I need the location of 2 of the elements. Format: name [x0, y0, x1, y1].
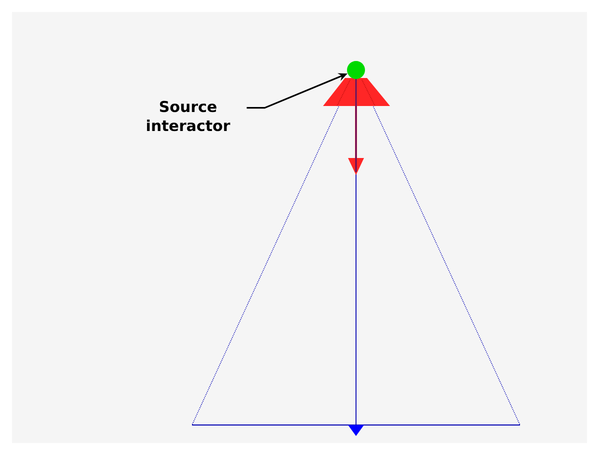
callout-label: Source interactor: [147, 100, 230, 132]
source-dot: [347, 61, 365, 79]
